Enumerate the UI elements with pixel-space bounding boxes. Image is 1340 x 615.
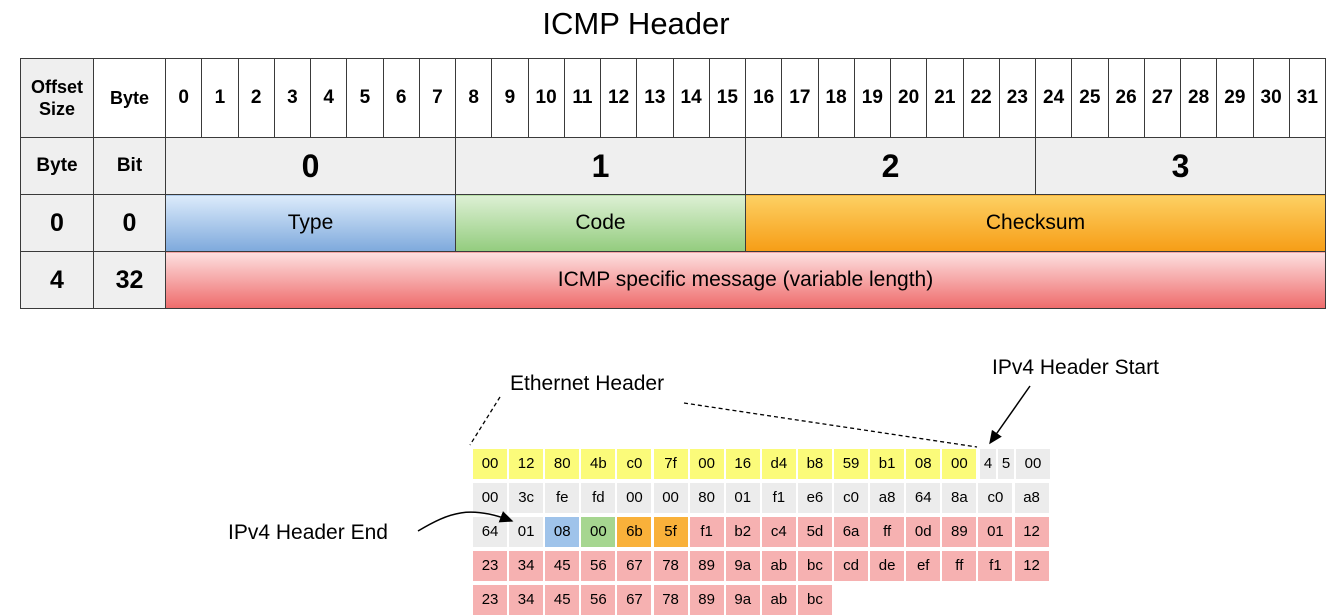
bit-number-6: 6 <box>382 58 420 138</box>
icmp-message-field: ICMP specific message (variable length) <box>165 251 1326 309</box>
byte-label: Byte <box>20 137 94 195</box>
bit-number-13: 13 <box>636 58 674 138</box>
type-field: Type <box>165 194 456 252</box>
byte-1-header: 1 <box>455 137 746 195</box>
ipv4-start-arrow <box>989 385 1031 445</box>
row4-byte-offset: 4 <box>20 251 94 309</box>
bit-number-17: 17 <box>781 58 819 138</box>
bit-number-24: 24 <box>1034 58 1073 138</box>
bit-number-23: 23 <box>998 58 1037 138</box>
byte-3-header: 3 <box>1035 137 1326 195</box>
bit-label: Bit <box>93 137 166 195</box>
ipv4-header-start-label: IPv4 Header Start <box>992 356 1159 379</box>
bit-number-5: 5 <box>346 58 384 138</box>
row0-bit-offset: 0 <box>93 194 166 252</box>
bit-number-25: 25 <box>1071 58 1109 138</box>
bit-number-19: 19 <box>853 58 892 138</box>
fields-row-0: 0 0 Type Code Checksum <box>20 194 1326 252</box>
checksum-field: Checksum <box>745 194 1326 252</box>
bit-number-12: 12 <box>599 58 638 138</box>
bit-number-3: 3 <box>273 58 312 138</box>
byte-0-header: 0 <box>165 137 456 195</box>
ethernet-bracket-right-line <box>683 402 978 448</box>
bit-number-1: 1 <box>201 58 239 138</box>
bit-number-31: 31 <box>1288 58 1327 138</box>
fields-row-4: 4 32 ICMP specific message (variable len… <box>20 251 1326 309</box>
bit-number-28: 28 <box>1179 58 1218 138</box>
bit-number-30: 30 <box>1252 58 1290 138</box>
bit-number-22: 22 <box>962 58 1000 138</box>
bit-number-21: 21 <box>926 58 964 138</box>
ipv4-end-arrow <box>417 511 514 532</box>
row0-byte-offset: 0 <box>20 194 94 252</box>
bit-number-29: 29 <box>1216 58 1254 138</box>
bit-number-7: 7 <box>418 58 457 138</box>
byte-number-row: Byte Bit 0 1 2 3 <box>20 137 1326 195</box>
ethernet-bracket-left-line <box>469 396 501 446</box>
bit-number-16: 16 <box>744 58 783 138</box>
ethernet-header-label: Ethernet Header <box>510 372 665 395</box>
bit-number-2: 2 <box>237 58 275 138</box>
ipv4-header-end-label: IPv4 Header End <box>228 521 388 544</box>
bit-number-9: 9 <box>491 58 529 138</box>
bit-number-14: 14 <box>672 58 710 138</box>
bit-number-18: 18 <box>817 58 855 138</box>
bit-number-20: 20 <box>889 58 928 138</box>
byte-2-header: 2 <box>745 137 1036 195</box>
bit-number-4: 4 <box>309 58 348 138</box>
row4-bit-offset: 32 <box>93 251 166 309</box>
diagram-title: ICMP Header <box>542 6 730 41</box>
